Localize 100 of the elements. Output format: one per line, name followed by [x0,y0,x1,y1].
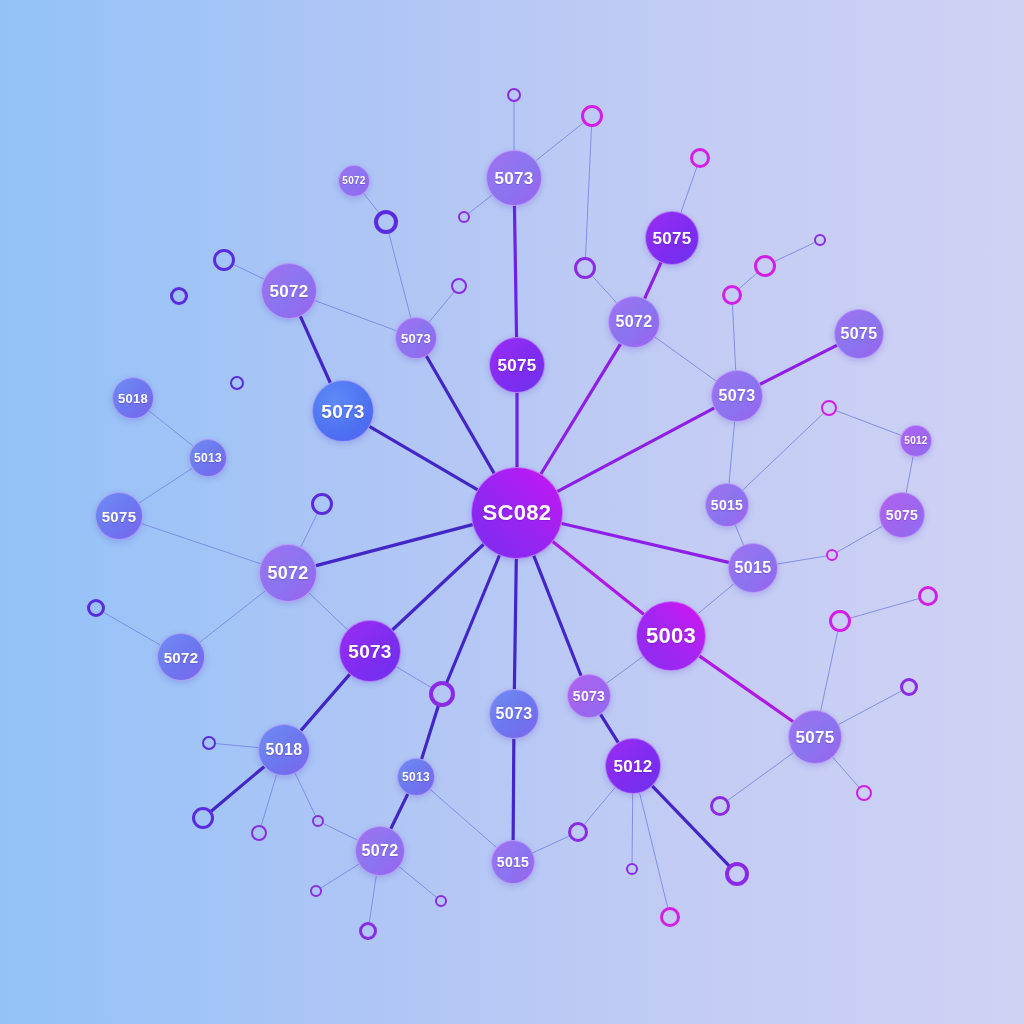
connector-line [299,672,352,732]
node-label: 5073 [494,169,534,187]
ring-node [507,88,521,102]
connector-line [209,765,266,813]
connector-line [294,772,316,817]
network-node [788,710,842,764]
ring-node [626,863,638,875]
network-node [489,337,545,393]
connector-line [591,275,618,304]
connector-line [838,690,902,725]
ring-node [429,681,455,707]
network-node [95,492,143,540]
connector-line [322,823,358,841]
connector-line [468,194,493,214]
ring-node [568,822,588,842]
node-label: 5018 [265,742,303,758]
connector-line [585,126,592,258]
ring-node [829,610,851,632]
connector-line [654,336,717,382]
connector-line [363,193,380,214]
connector-line [103,612,161,646]
connector-line [535,122,584,162]
ring-node [251,825,267,841]
connector-line [388,233,412,319]
node-label: 5075 [795,728,835,746]
connector-line [429,789,497,848]
connector-line [308,592,349,631]
ring-node [435,895,447,907]
node-label: 5015 [710,498,744,512]
connector-line [512,557,518,691]
ring-node [754,255,776,277]
connector-line [445,553,501,684]
node-label: 5072 [267,564,309,582]
ring-node [660,907,680,927]
ring-node [710,796,730,816]
ring-node [310,885,322,897]
ring-node [722,285,742,305]
node-label: 5073 [718,388,756,404]
connector-line [732,304,737,371]
node-label: 5072 [163,649,199,665]
node-label: 5072 [269,282,309,300]
network-node [338,165,370,197]
node-label: 5015 [496,855,530,869]
ring-node [900,678,918,696]
connector-line [300,513,318,548]
network-node [355,826,405,876]
connector-line [428,291,455,323]
network-node [605,738,661,794]
network-node [705,483,749,527]
connector-line [512,204,519,339]
connector-line [832,756,860,788]
node-label: 5013 [402,771,430,783]
node-label: 5073 [572,689,606,703]
ring-node [311,493,333,515]
ring-node [170,287,188,305]
node-label: 5018 [117,391,149,405]
ring-node [725,862,749,886]
connector-line [138,467,193,504]
network-node [261,263,317,319]
connector-line [643,261,663,300]
connector-line [758,343,839,386]
network-node [395,317,437,359]
connector-line [320,863,360,889]
node-label: 5072 [342,176,366,186]
connector-line [424,354,496,475]
node-label: 5075 [497,356,537,374]
network-node [711,370,763,422]
connector-line [734,524,744,546]
connector-line [511,737,516,842]
network-node [834,309,884,359]
network-node [157,633,205,681]
ring-node [821,400,837,416]
network-node [491,840,535,884]
ring-node [192,807,214,829]
connector-line [698,654,795,724]
network-node [879,492,925,538]
network-node [471,467,563,559]
network-node [567,674,611,718]
connector-line [314,523,475,568]
network-node [489,689,539,739]
connector-line [515,391,519,469]
node-label: 5073 [495,706,533,722]
ring-node [202,736,216,750]
node-label: 5075 [885,508,919,522]
node-label: 5073 [321,401,365,421]
connector-line [368,425,479,492]
ring-node [918,586,938,606]
node-label: 5075 [101,508,137,524]
ring-node [581,105,603,127]
connector-line [551,540,646,616]
connector-line [774,242,816,262]
connector-line [905,456,914,493]
ring-node [213,249,235,271]
node-label: 5072 [615,314,653,330]
connector-line [639,792,669,908]
node-label: 5003 [645,625,697,647]
connector-line [199,590,266,643]
connector-line [560,521,731,564]
connector-line [850,598,919,619]
connector-line [650,784,731,867]
